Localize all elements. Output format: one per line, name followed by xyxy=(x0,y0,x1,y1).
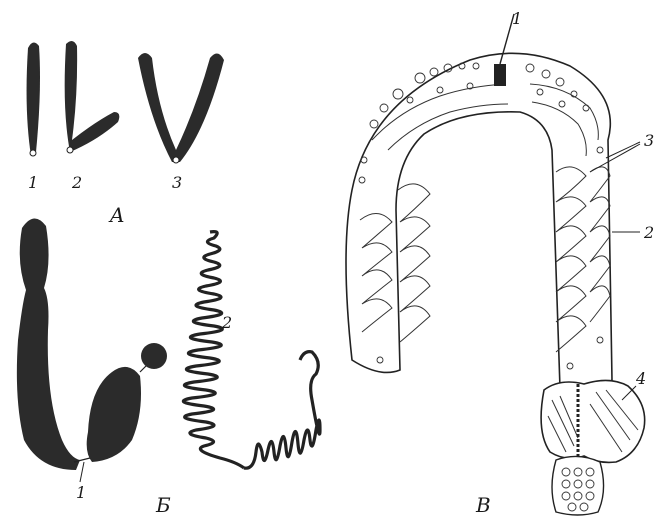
panel-letter-b: Б xyxy=(155,493,171,517)
centromere-a3 xyxy=(173,157,179,163)
panel-letter-a: A xyxy=(108,203,124,227)
satellite-v xyxy=(552,456,604,515)
chromosome-b1-long-arm xyxy=(17,218,80,470)
label-b-1: 1 xyxy=(76,483,86,502)
chromosome-a3 xyxy=(138,53,224,162)
panel-letter-v: В xyxy=(475,493,491,517)
label-a-2: 2 xyxy=(71,173,82,192)
label-b-2: 2 xyxy=(221,313,232,332)
label-v-4: 4 xyxy=(635,369,646,388)
spiral-chromonema-b2 xyxy=(183,232,320,469)
centromere-v1 xyxy=(494,64,506,86)
centromere-a2 xyxy=(67,147,73,153)
label-v-2: 2 xyxy=(643,223,654,242)
panel-b: 1 2 Б xyxy=(17,218,320,517)
panel-a: 1 2 3 A xyxy=(27,41,224,227)
chromosome-a1 xyxy=(27,42,40,156)
label-a-3: 3 xyxy=(172,173,182,192)
centromere-a1 xyxy=(30,150,36,156)
label-a-1: 1 xyxy=(28,173,38,192)
label-v-1: 1 xyxy=(512,9,522,28)
label-v-3: 3 xyxy=(644,131,654,150)
panel-v: 1 2 3 4 В xyxy=(346,9,654,517)
chromosome-b1-short-arm xyxy=(87,367,141,462)
chromatid-loops xyxy=(360,84,610,352)
chromosome-a2 xyxy=(65,41,120,152)
satellite-b1 xyxy=(141,343,167,369)
